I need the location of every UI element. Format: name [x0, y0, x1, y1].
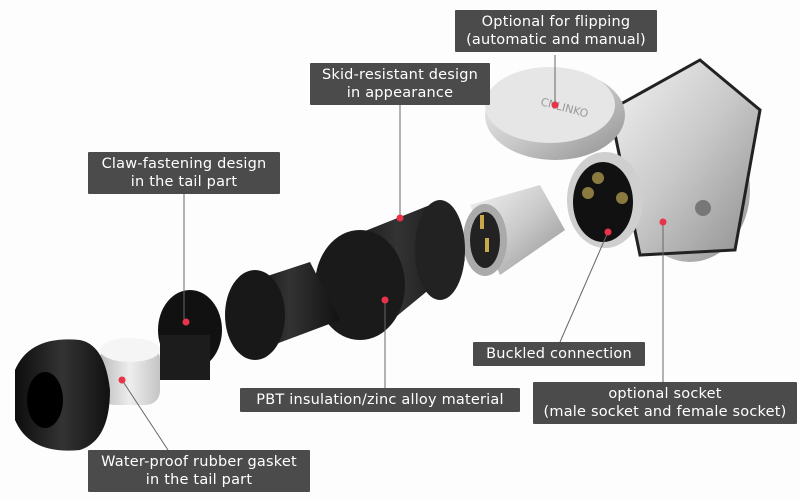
callout-text: optional socket	[608, 386, 722, 402]
callout-text: in the tail part	[145, 472, 253, 488]
callout-skid-resistant: Skid-resistant design in appearance	[310, 63, 490, 105]
rubber-gasket	[100, 338, 160, 405]
callout-claw-fastening: Claw-fastening design in the tail part	[88, 152, 280, 194]
callout-flipping: Optional for flipping (automatic and man…	[455, 10, 657, 52]
callout-text: Optional for flipping	[481, 14, 631, 30]
callout-text: Claw-fastening design	[101, 156, 267, 172]
plug-metal-insert	[463, 185, 565, 276]
callout-text: Skid-resistant design	[321, 67, 479, 83]
callout-dots	[118, 101, 667, 384]
leader-lines	[121, 55, 664, 451]
coupling-nut	[315, 200, 465, 340]
callout-text: (male socket and female socket)	[543, 404, 787, 420]
socket	[567, 58, 762, 262]
plug-body	[158, 262, 340, 380]
callout-gasket: Water-proof rubber gasket in the tail pa…	[88, 450, 310, 492]
callout-text: PBT insulation/zinc alloy material	[256, 392, 504, 408]
callout-buckled: Buckled connection	[473, 342, 645, 366]
callout-text: Water-proof rubber gasket	[101, 454, 297, 470]
callout-text: Buckled connection	[486, 346, 632, 362]
callout-material: PBT insulation/zinc alloy material	[240, 388, 520, 412]
callout-optional-socket: optional socket (male socket and female …	[533, 382, 797, 424]
callout-text: (automatic and manual)	[466, 32, 646, 48]
callout-text: in the tail part	[130, 174, 238, 190]
tail-cap	[15, 339, 110, 451]
callout-text: in appearance	[346, 85, 454, 101]
flip-cover: CNLINKO	[485, 67, 625, 160]
